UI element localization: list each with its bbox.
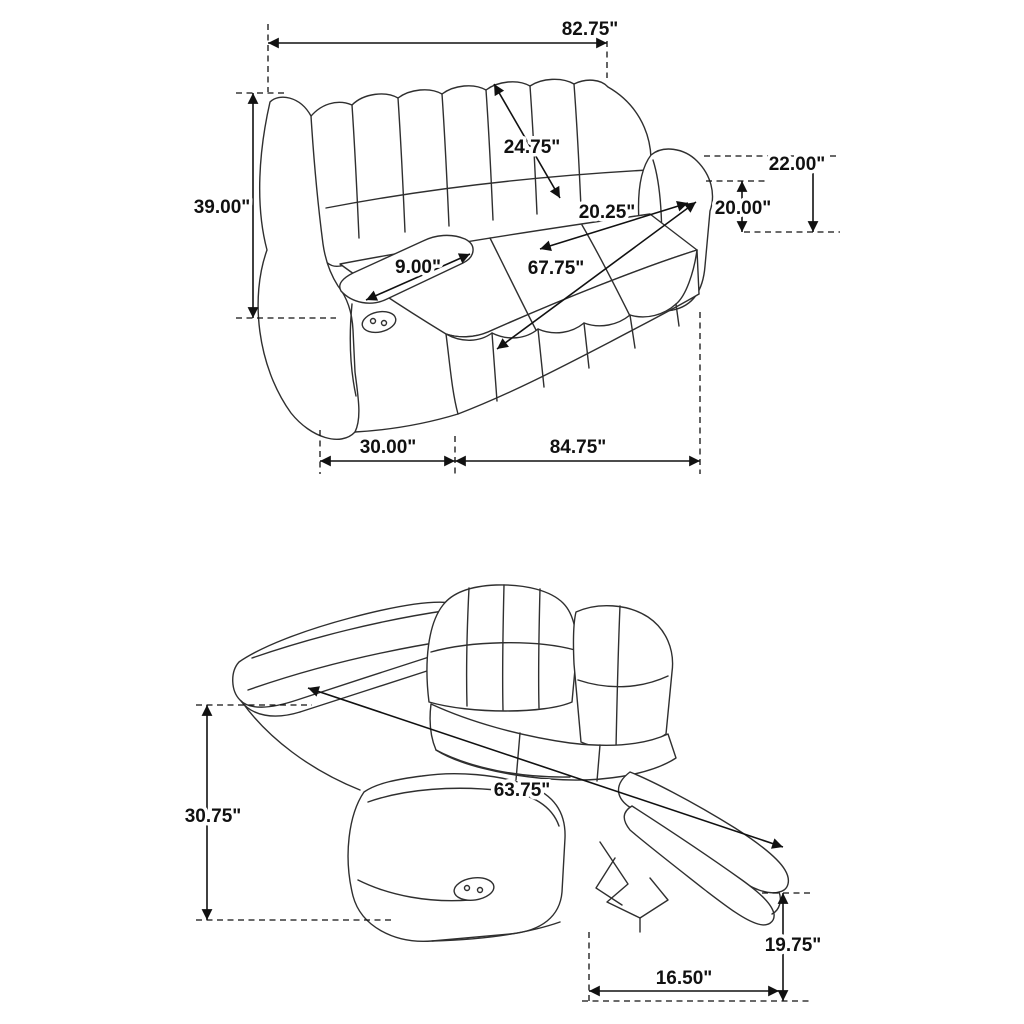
dim-back-width-label: 82.75" bbox=[562, 19, 619, 40]
dim-sofa-width-label: 84.75" bbox=[550, 437, 607, 458]
dim-backrest-diagonal: 24.75" bbox=[493, 83, 564, 199]
dim-arm-width: 9.00" bbox=[365, 253, 471, 301]
footrest bbox=[617, 771, 790, 926]
upright-dimensions: 82.75" 39.00" 24.75" 22.00" 20.00" 20.25… bbox=[190, 16, 840, 474]
dim-reclined-length: 63.75" bbox=[307, 686, 784, 849]
dim-seat-width: 67.75" bbox=[496, 201, 697, 350]
dim-backrest-diagonal-label: 24.75" bbox=[504, 137, 561, 158]
dim-footrest-depth-label: 16.50" bbox=[656, 968, 713, 989]
dim-arm-width-label: 9.00" bbox=[395, 257, 441, 278]
dim-footrest-height-label: 19.75" bbox=[765, 935, 822, 956]
dim-sofa-width: 84.75" bbox=[455, 312, 701, 474]
dim-seat-height: 20.00" bbox=[706, 180, 775, 232]
sofa-upright-view bbox=[257, 78, 714, 440]
headrest bbox=[426, 584, 578, 712]
dim-arm-height-label: 22.00" bbox=[769, 154, 826, 175]
dim-reclined-length-label: 63.75" bbox=[494, 780, 551, 801]
power-button-reclined bbox=[453, 877, 495, 901]
dim-sofa-depth-label: 30.00" bbox=[360, 437, 417, 458]
dim-back-height-label: 39.00" bbox=[194, 197, 251, 218]
dim-reclined-height-label: 30.75" bbox=[185, 806, 242, 827]
dim-back-height: 39.00" bbox=[190, 92, 336, 319]
dim-seat-height-label: 20.00" bbox=[715, 198, 772, 219]
right-backrest-section bbox=[572, 604, 674, 750]
sofa-reclined-view bbox=[232, 584, 790, 943]
dim-arm-height: 22.00" bbox=[704, 151, 840, 233]
recline-mechanism bbox=[595, 841, 669, 933]
dim-footrest-depth: 16.50" bbox=[588, 932, 779, 1004]
reclined-dimensions: 30.75" 63.75" 19.75" 16.50" bbox=[181, 686, 825, 1004]
dim-seat-width-label: 67.75" bbox=[528, 258, 585, 279]
dim-reclined-height: 30.75" bbox=[181, 704, 392, 921]
dim-footrest-height: 19.75" bbox=[582, 892, 825, 1002]
power-button bbox=[361, 310, 397, 334]
dim-back-width: 82.75" bbox=[267, 16, 622, 92]
dim-seat-depth-label: 20.25" bbox=[579, 202, 636, 223]
dim-sofa-depth: 30.00" bbox=[319, 430, 456, 474]
